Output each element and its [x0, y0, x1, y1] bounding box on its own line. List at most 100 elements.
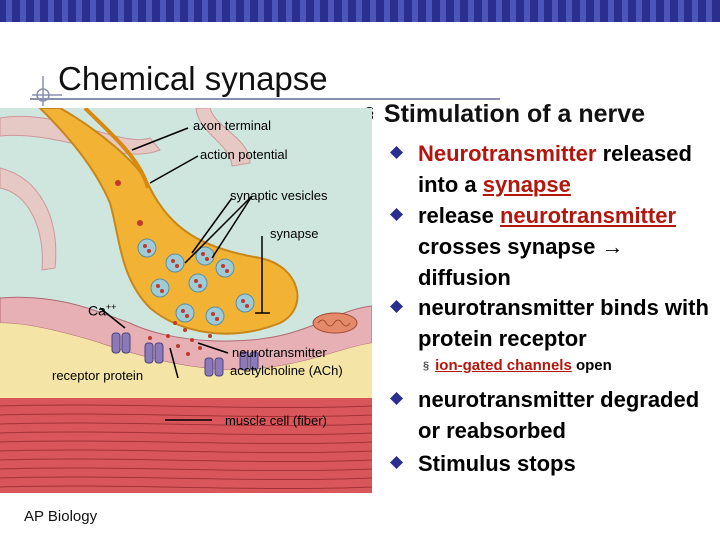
bullet-link[interactable]: neurotransmitter: [499, 203, 677, 228]
label-calcium-text: Ca: [88, 302, 106, 319]
label-action-potential: action potential: [200, 147, 288, 162]
title-bar-stripe: [314, 0, 320, 22]
muscle-fiber-line: [0, 431, 372, 436]
muscle-fiber-line: [0, 485, 372, 490]
title-bar-stripe: [636, 0, 642, 22]
diamond-bullet-icon: [390, 456, 403, 469]
muscle-fiber-line: [0, 413, 372, 418]
title-bar-stripe: [566, 0, 572, 22]
title-bar-stripe: [608, 0, 614, 22]
title-bar-stripe: [6, 0, 12, 22]
title-bar-stripe: [622, 0, 628, 22]
title-bar-stripe: [440, 0, 446, 22]
bullet-text: diffusion: [418, 265, 511, 290]
arrow-right-icon: →: [601, 234, 624, 259]
title-bar-stripe: [90, 0, 96, 22]
title-bar-stripe: [132, 0, 138, 22]
label-calcium-charge: ++: [105, 302, 117, 312]
title-bar-stripe: [328, 0, 334, 22]
bullet-item: release neurotransmitter crosses synapse…: [390, 200, 720, 293]
bullet-highlight: Neurotransmitter: [418, 141, 597, 166]
title-bar-stripe: [20, 0, 26, 22]
title-bar-stripe: [160, 0, 166, 22]
subheading-text: Stimulation of a nerve: [383, 100, 646, 128]
muscle-fiber-line: [0, 404, 372, 409]
label-synapse: synapse: [270, 226, 319, 241]
bullet-text: neurotransmitter degraded or reabsorbed: [418, 387, 700, 443]
muscle-fiber-line: [0, 476, 372, 481]
label-neurotransmitter: neurotransmitter: [232, 345, 327, 360]
label-acetylcholine: acetylcholine (ACh): [230, 363, 343, 378]
title-bar-stripe: [510, 0, 516, 22]
title-bar-stripe: [286, 0, 292, 22]
bullet-item: Stimulus stops: [390, 448, 576, 479]
title-bar-stripe: [692, 0, 698, 22]
crosshair-icon: [32, 76, 62, 106]
title-bar-stripe: [48, 0, 54, 22]
title-bar-stripe: [244, 0, 250, 22]
muscle-fiber-line: [0, 467, 372, 472]
label-muscle-cell: muscle cell (fiber): [225, 413, 327, 428]
title-bar-stripe: [342, 0, 348, 22]
footer-label: AP Biology: [24, 508, 98, 525]
label-calcium: Ca++: [88, 302, 116, 319]
title-bar-stripe: [356, 0, 362, 22]
bullet-text: crosses synapse: [418, 234, 602, 259]
title-bar-stripe: [370, 0, 376, 22]
title-bar-stripe: [650, 0, 656, 22]
bullet-text: release: [418, 203, 500, 228]
title-bar-stripe: [412, 0, 418, 22]
bullet-item: Neurotransmitter released into a synapse: [390, 138, 720, 200]
diamond-bullet-icon: [390, 208, 403, 221]
bullet-item: neurotransmitter degraded or reabsorbed: [390, 384, 720, 446]
diamond-bullet-icon: [390, 392, 403, 405]
title-bar-stripe: [174, 0, 180, 22]
title-bar-stripe: [398, 0, 404, 22]
label-synaptic-vesicles: synaptic vesicles: [230, 188, 328, 203]
title-bar-stripe: [496, 0, 502, 22]
title-bar-stripe: [538, 0, 544, 22]
title-bar-stripe: [384, 0, 390, 22]
title-bar: [0, 0, 720, 22]
synapse-illustration: [0, 108, 372, 493]
diamond-bullet-icon: [390, 146, 403, 159]
title-bar-stripe: [580, 0, 586, 22]
sub-bullet: §ion-gated channels open: [423, 357, 612, 374]
bullet-link[interactable]: synapse: [482, 172, 571, 197]
title-bar-stripe: [594, 0, 600, 22]
bullet-text: neurotransmitter binds with protein rece…: [418, 295, 709, 351]
title-bar-stripe: [664, 0, 670, 22]
title-underline: [30, 98, 500, 100]
sub-bullet-link[interactable]: ion-gated channels: [435, 357, 572, 374]
title-bar-stripe: [76, 0, 82, 22]
title-bar-stripe: [482, 0, 488, 22]
label-receptor-protein: receptor protein: [52, 368, 144, 383]
title-bar-stripe: [258, 0, 264, 22]
bullet-text: released into a: [418, 141, 692, 197]
bullet-text: Stimulus stops: [418, 451, 576, 476]
muscle-fiber-line: [0, 422, 372, 427]
subheading: §Stimulation of a nerve: [365, 100, 645, 129]
muscle-fiber-line: [0, 458, 372, 463]
title-bar-stripe: [454, 0, 460, 22]
title-bar-stripe: [272, 0, 278, 22]
title-bar-stripe: [118, 0, 124, 22]
title-bar-stripe: [706, 0, 712, 22]
muscle-fiber-line: [0, 449, 372, 454]
title-bar-stripe: [216, 0, 222, 22]
title-bar-stripe: [552, 0, 558, 22]
sub-bullet-marker: §: [423, 360, 430, 372]
title-bar-stripe: [62, 0, 68, 22]
title-bar-stripe: [300, 0, 306, 22]
bullet-item: neurotransmitter binds with protein rece…: [390, 292, 720, 354]
diamond-bullet-icon: [390, 300, 403, 313]
title-bar-stripe: [104, 0, 110, 22]
title-bar-stripe: [468, 0, 474, 22]
title-bar-stripe: [524, 0, 530, 22]
title-bar-stripe: [426, 0, 432, 22]
page-title: Chemical synapse: [58, 60, 328, 97]
title-bar-stripe: [202, 0, 208, 22]
title-bar-stripe: [678, 0, 684, 22]
title-bar-stripe: [188, 0, 194, 22]
label-axon-terminal: axon terminal: [193, 118, 272, 133]
